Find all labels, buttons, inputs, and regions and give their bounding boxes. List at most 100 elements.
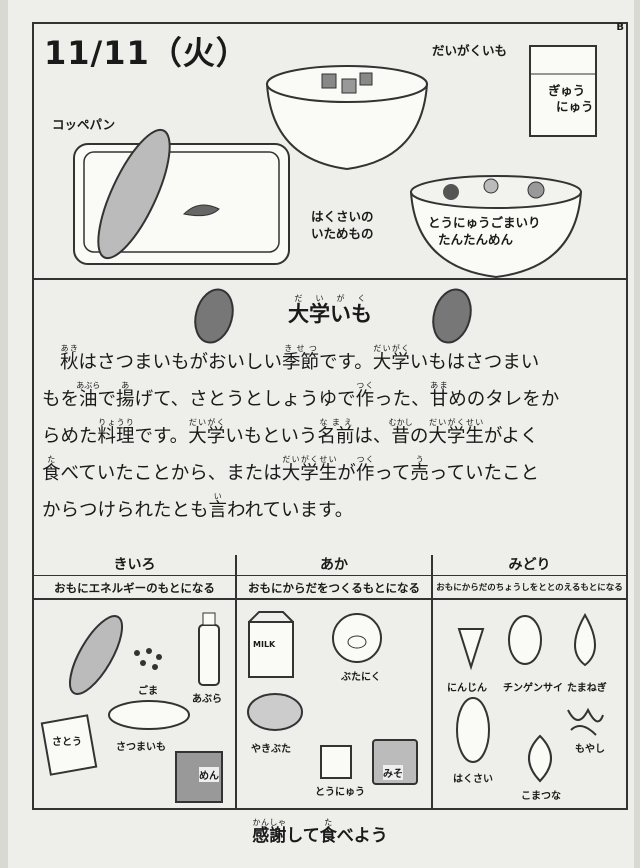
furigana: あ (116, 381, 135, 390)
ruby-word: 作つく (355, 455, 375, 484)
date-heading: 11/11（火） (44, 34, 249, 72)
roast-pork-icon (247, 693, 303, 731)
tantanmen-bowl-icon (409, 175, 583, 279)
label-tantanmen-2: たんたんめん (438, 232, 514, 247)
word: 揚 (116, 389, 135, 410)
furigana: むかし (388, 418, 413, 427)
furigana: つく (355, 381, 375, 390)
onion-icon (574, 612, 596, 667)
ruby-word: 昔むかし (389, 418, 413, 447)
ruby-word: 大学だいがく (188, 418, 226, 447)
group-desc: おもにからだのちょうしをととのえるもとになる (433, 576, 626, 600)
text-run: は、 (354, 426, 392, 447)
food-abura: あぶら (192, 694, 222, 705)
food-satou: さとう (52, 737, 82, 748)
word: 大学 (188, 426, 226, 447)
tray-illustration (73, 128, 290, 265)
label-milk-2: にゅう (556, 99, 594, 114)
ruby-word: 言い (208, 492, 228, 521)
sesame-icon (134, 648, 162, 670)
food-milk: MILK (253, 640, 276, 649)
carrot-icon (457, 628, 485, 671)
article-line: もを油あぶらで揚あげて、さとうとしょうゆで作つくった、甘あまめのタレをか (42, 381, 622, 418)
food-butaniku: ぶたにく (341, 672, 381, 683)
word: 料理 (97, 426, 135, 447)
group-desc: おもにからだをつくるもとになる (237, 576, 431, 600)
footer-slogan: 感謝かんしゃして食たべよう (0, 818, 640, 846)
label-bread: コッペパン (52, 117, 116, 132)
furigana: い (208, 492, 228, 501)
sweet-potato-icon (108, 700, 190, 730)
group-yellow: きいろ おもにエネルギーのもとになる ごま あぶら さつまいも さとう めん (34, 555, 237, 808)
food-komatsuna: こまつな (521, 791, 561, 802)
footer-ruby: かんしゃ (252, 818, 287, 827)
chinese-cabbage-icon (456, 697, 490, 763)
furigana: だいがく (188, 418, 226, 427)
word: 大学生 (428, 426, 484, 447)
sugar-bag-icon (40, 714, 98, 776)
word: 大学 (372, 352, 410, 373)
divider (34, 278, 626, 280)
word: 季節 (282, 352, 320, 373)
furigana: あき (60, 344, 79, 353)
food-miso: みそ (383, 765, 403, 780)
food-ninjin: にんじん (447, 683, 487, 694)
food-tamanegi: たまねぎ (567, 683, 607, 694)
furigana: りょうり (97, 418, 135, 427)
ruby-word: 大学だいがく (372, 344, 410, 373)
label-daigakuimo: だいがくいも (432, 43, 508, 58)
ruby-word: 大学生だいがくせい (281, 455, 338, 484)
article-body: 秋あきはさつまいもがおいしい季節きせつです。大学だいがくいもはさつまいもを油あぶ… (42, 344, 622, 529)
text-run: った、 (374, 389, 430, 410)
milk-carton-icon (529, 45, 597, 137)
word: 言 (208, 500, 228, 521)
text-run: が (337, 463, 356, 484)
article-line: らめた料理りょうりです。大学だいがくいもという名前なまえは、昔むかしの大学生だい… (42, 418, 622, 455)
furigana: う (410, 455, 429, 464)
article-line: 秋あきはさつまいもがおいしい季節きせつです。大学だいがくいもはさつまい (42, 344, 622, 381)
word: 大学生 (281, 463, 338, 484)
word: 作 (355, 463, 375, 484)
furigana: あま (429, 381, 449, 390)
text-run: です。 (319, 352, 373, 373)
furigana: だいがくせい (428, 418, 484, 427)
word: 秋 (60, 352, 79, 373)
food-tounyu: とうにゅう (315, 787, 365, 798)
text-run: って (374, 463, 411, 484)
furigana: だいがくせい (281, 455, 338, 464)
text-run: で (97, 389, 117, 410)
ruby-word: 作つく (355, 381, 375, 410)
sweet-potato-icon (432, 288, 472, 344)
text-run: もを (42, 389, 80, 410)
title-text: 大学いも (288, 302, 372, 326)
word: 作 (355, 389, 375, 410)
ruby-word: 売う (410, 455, 429, 484)
text-run: っていたこと (428, 463, 539, 484)
food-men: めん (199, 767, 219, 782)
footer-text: して (286, 826, 320, 846)
text-run: からつけられたとも (42, 500, 209, 521)
furigana: だいがく (372, 344, 410, 353)
label-hakusai-2: いためもの (311, 226, 374, 241)
text-run: べていたことから、または (60, 463, 282, 484)
article-line: からつけられたとも言いわれています。 (42, 492, 622, 529)
ruby-word: 季節きせつ (282, 344, 320, 373)
ruby-word: 秋あき (60, 344, 79, 373)
bean-sprouts-icon (567, 707, 604, 736)
group-red: あか おもにからだをつくるもとになる MILK ぶたにく やきぶた とうにゅう … (237, 555, 433, 808)
footer-ruby: た (319, 818, 337, 827)
group-name: きいろ (34, 555, 235, 576)
furigana: きせつ (282, 344, 320, 353)
ruby-word: 料理りょうり (97, 418, 135, 447)
label-milk-1: ぎゅう (548, 83, 586, 98)
text-run: です。 (134, 426, 189, 447)
text-run: らめた (42, 426, 98, 447)
sweet-potato-icon (194, 288, 234, 344)
label-hakusai-1: はくさいの (311, 209, 374, 224)
ruby-word: 甘あま (430, 381, 449, 410)
ruby-word: 大学生だいがくせい (428, 418, 484, 447)
footer-text: 感謝 (252, 826, 287, 846)
furigana: あぶら (76, 381, 101, 390)
group-name: あか (237, 555, 431, 576)
food-hakusai: はくさい (453, 774, 493, 785)
